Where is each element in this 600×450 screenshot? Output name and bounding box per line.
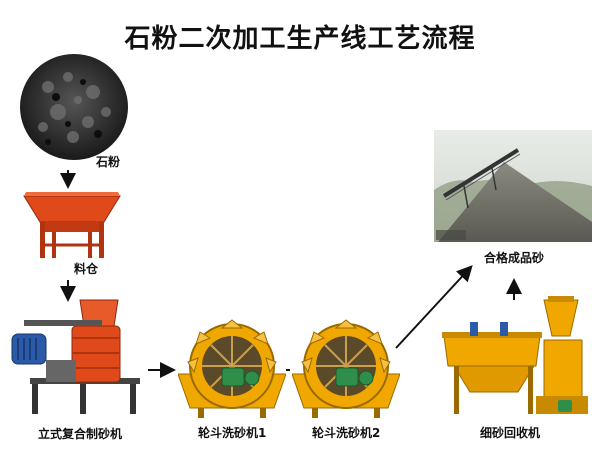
silo-image [23,192,121,258]
label-silo: 料仓 [74,262,99,276]
vertical-crusher-image [11,299,140,414]
stone-powder-image [20,54,128,160]
finished-sand-image [434,130,592,242]
label-fine-sand-recycler: 细砂回收机 [480,426,541,440]
label-wheel-washer-1: 轮斗洗砂机1 [198,426,267,440]
diagram-title: 石粉二次加工生产线工艺流程 [124,24,476,54]
wheel-washer-2-image [292,319,400,418]
wheel-washer-1-image [178,319,286,418]
label-qualified-sand: 合格成品砂 [484,251,545,265]
arrow-washer2-to-recycler [395,265,473,349]
label-vertical-crusher: 立式复合制砂机 [38,427,123,441]
label-wheel-washer-2: 轮斗洗砂机2 [312,426,381,440]
fine-sand-recycler-image [442,296,588,414]
label-stone-powder: 石粉 [96,155,121,169]
